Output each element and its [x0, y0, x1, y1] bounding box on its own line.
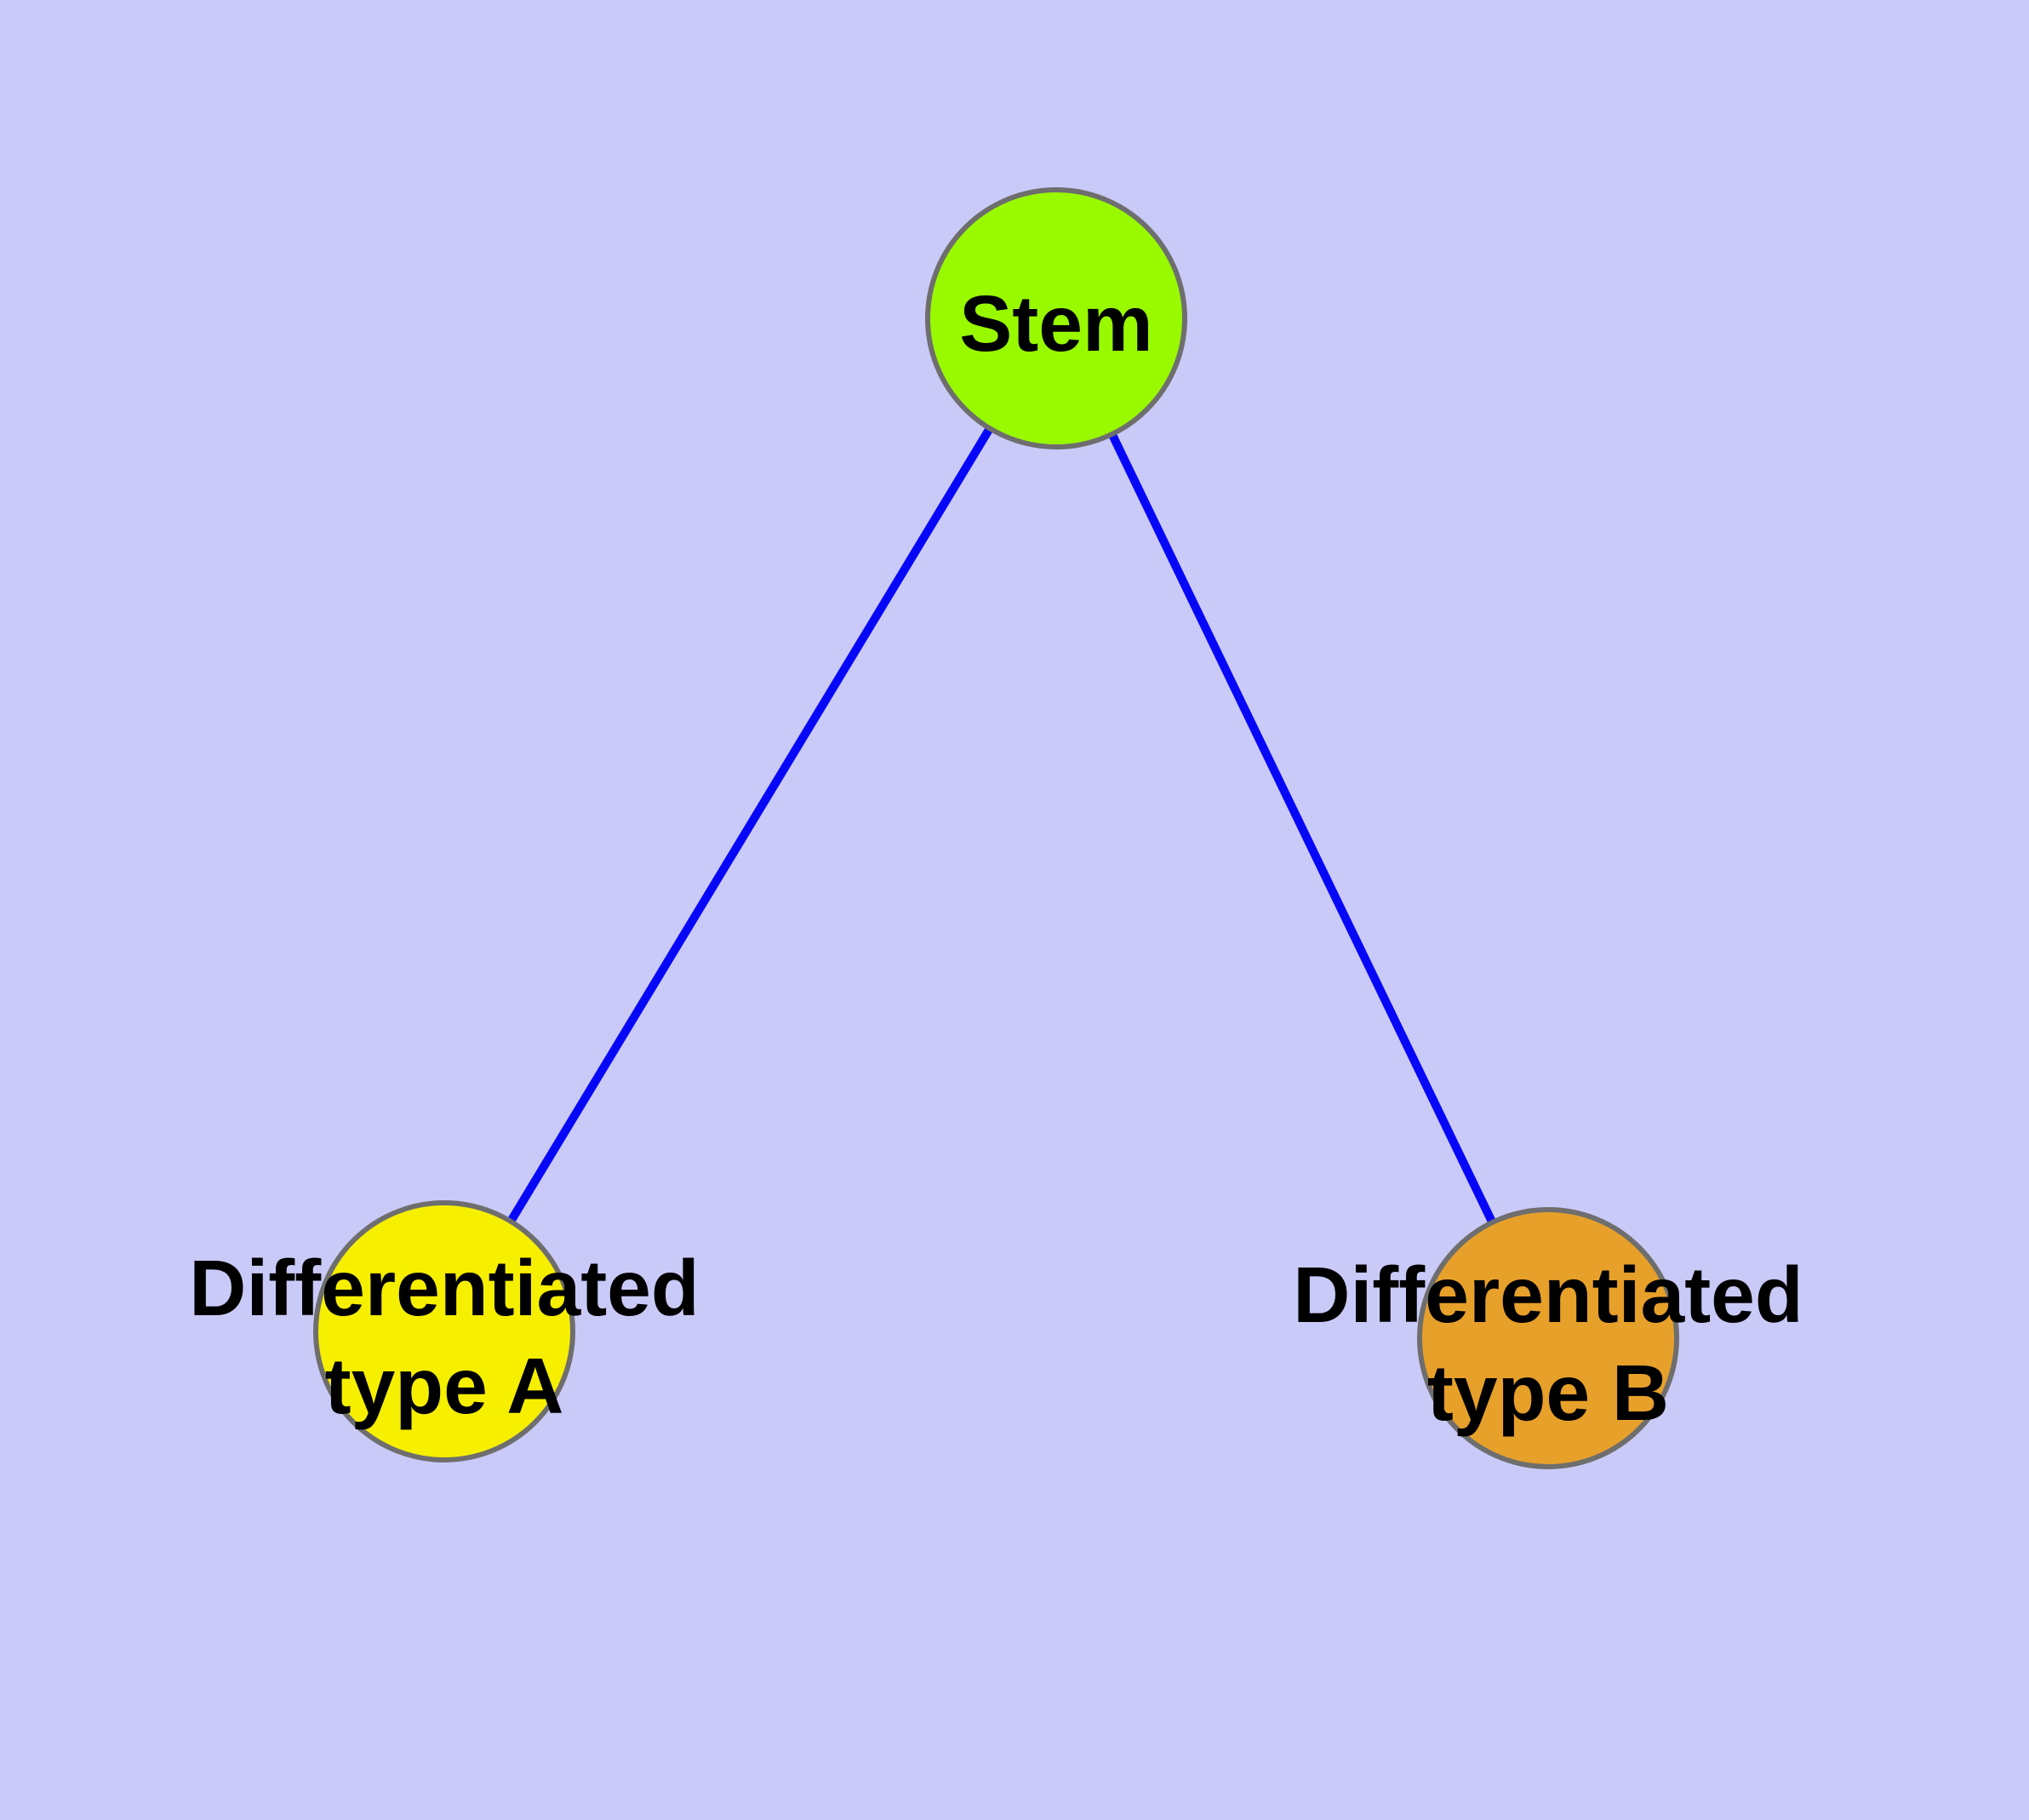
edge-stem-to-type-b [1052, 316, 1552, 1341]
node-differentiated-type-b-label-line1: Differentiated [1293, 1251, 1803, 1339]
node-stem[interactable] [925, 187, 1187, 449]
node-differentiated-type-a-label-line2: type A [325, 1342, 564, 1430]
node-stem-label: Stem [959, 279, 1152, 368]
node-differentiated-type-a-label: Differentiated type A [189, 1244, 699, 1430]
node-differentiated-type-b[interactable] [1417, 1207, 1679, 1469]
node-differentiated-type-a-label-line1: Differentiated [189, 1244, 699, 1332]
node-differentiated-type-a[interactable] [313, 1200, 575, 1462]
node-differentiated-type-b-label-line2: type B [1427, 1348, 1669, 1437]
edge-stem-to-type-a [440, 316, 1060, 1334]
node-differentiated-type-b-label: Differentiated type B [1293, 1251, 1803, 1437]
